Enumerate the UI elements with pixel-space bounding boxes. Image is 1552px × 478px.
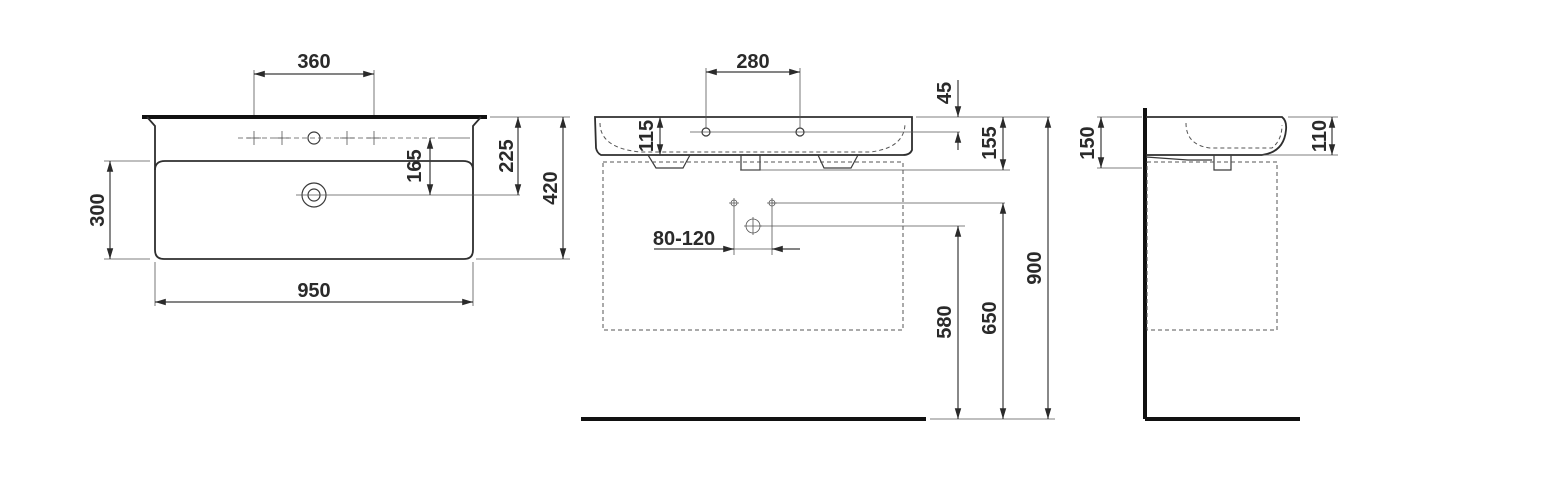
front-view-basin xyxy=(594,116,913,156)
top-view: 360 950 300 165 225 420 xyxy=(87,51,570,306)
side-view-cabinet-outline xyxy=(1146,161,1278,331)
dim-tap-spacing-top: 360 xyxy=(297,51,330,73)
dim-trap-spacing: 80-120 xyxy=(653,228,715,250)
front-view: 80-120 280 115 45 155 580 650 900 xyxy=(581,51,1055,421)
dim-floor-580: 580 xyxy=(934,305,956,338)
dim-width: 950 xyxy=(297,280,330,302)
dim-floor-900: 900 xyxy=(1024,251,1046,284)
dim-tap-to-drain: 225 xyxy=(496,139,518,172)
dim-rim-height-side: 110 xyxy=(1309,120,1331,152)
tap-hole-markers xyxy=(238,131,440,145)
dim-drain-offset: 165 xyxy=(404,149,426,182)
top-view-outline xyxy=(146,116,482,260)
side-view-basin xyxy=(1146,116,1288,156)
dim-basin-height-side: 150 xyxy=(1077,126,1099,159)
dim-inner-depth-front: 115 xyxy=(636,120,658,152)
dim-floor-650: 650 xyxy=(979,301,1001,334)
top-view-basin-edge xyxy=(154,160,474,171)
dim-overall-height-front: 155 xyxy=(979,126,1001,159)
dim-inner-depth-top: 300 xyxy=(87,193,109,226)
dim-overall-depth: 420 xyxy=(540,171,562,204)
front-view-cabinet-outline xyxy=(602,161,904,331)
side-view: 150 110 xyxy=(1077,108,1338,421)
drain-icon xyxy=(296,182,520,208)
dim-rim-height-front: 45 xyxy=(934,82,956,104)
dim-tap-spacing-front: 280 xyxy=(736,51,769,73)
trap-fitting-icons xyxy=(729,198,1005,255)
